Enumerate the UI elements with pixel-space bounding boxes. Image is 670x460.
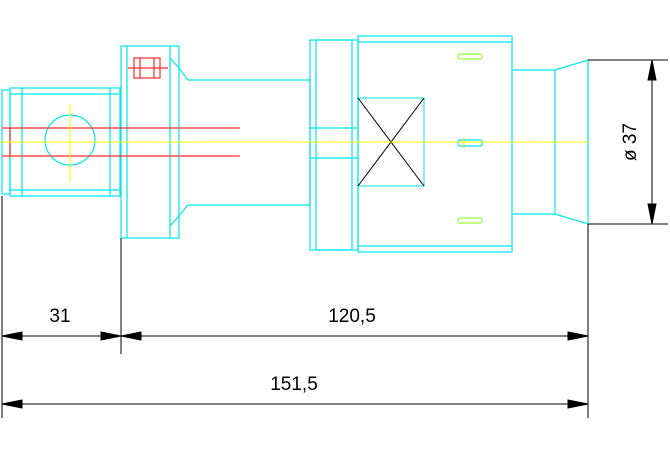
dimension-31: 31 [49,306,70,327]
main-body [357,35,513,253]
part-outline [1,35,589,253]
dimension-120-5: 120,5 [328,306,376,327]
center-lines [0,104,588,182]
dimension-151-5: 151,5 [270,374,318,395]
dimension-diameter: ø 37 [620,123,641,161]
slot-marks [457,53,483,224]
hidden-lines [2,57,240,157]
dimension-lines [1,59,668,418]
collar [309,39,359,251]
